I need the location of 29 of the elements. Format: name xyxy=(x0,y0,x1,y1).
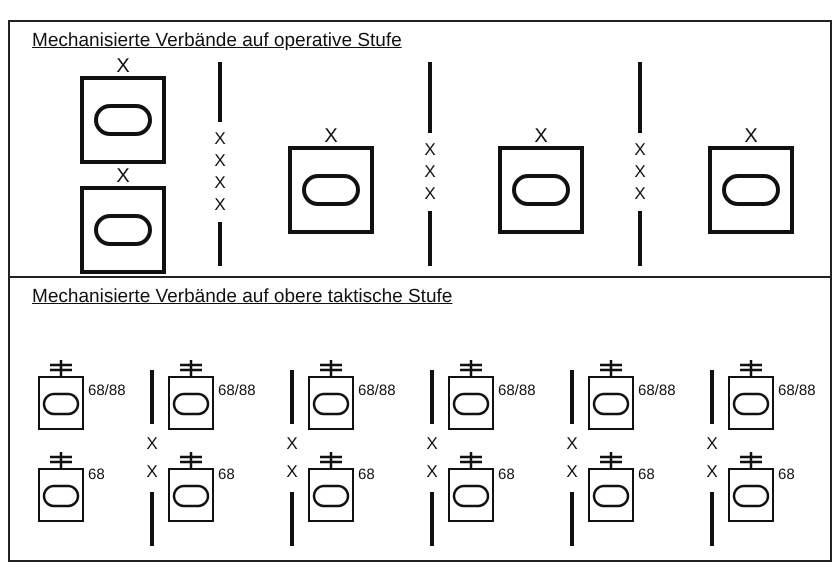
unit-number: 68/88 xyxy=(778,382,816,399)
echelon-mark: X xyxy=(115,166,131,186)
unit-number: 68/88 xyxy=(638,382,676,399)
boundary-echelon-mark: XX xyxy=(145,433,159,483)
panel-heading: Mechanisierte Verbände auf operative Stufe xyxy=(32,30,402,52)
boundary-echelon-mark: XXXX xyxy=(213,128,227,216)
boundary-echelon-mark: XX xyxy=(285,433,299,483)
unit-number: 68 xyxy=(638,466,655,483)
unit-number: 68/88 xyxy=(88,382,126,399)
boundary-echelon-mark: XX xyxy=(425,433,439,483)
panel-heading: Mechanisierte Verbände auf obere taktische Stufe xyxy=(32,286,452,308)
unit-number: 68 xyxy=(218,466,235,483)
echelon-mark: X xyxy=(743,126,759,146)
echelon-mark: X xyxy=(533,126,549,146)
unit-number: 68/88 xyxy=(498,382,536,399)
echelon-mark: X xyxy=(323,126,339,146)
unit-number: 68 xyxy=(358,466,375,483)
unit-number: 68/88 xyxy=(358,382,396,399)
unit-number: 68 xyxy=(498,466,515,483)
unit-number: 68/88 xyxy=(218,382,256,399)
unit-number: 68 xyxy=(88,466,105,483)
boundary-echelon-mark: XXX xyxy=(423,139,437,205)
boundary-echelon-mark: XX xyxy=(705,433,719,483)
panel xyxy=(8,276,832,562)
boundary-echelon-mark: XXX xyxy=(633,139,647,205)
boundary-echelon-mark: XX xyxy=(565,433,579,483)
unit-number: 68 xyxy=(778,466,795,483)
echelon-mark: X xyxy=(115,56,131,76)
panel xyxy=(8,20,832,278)
